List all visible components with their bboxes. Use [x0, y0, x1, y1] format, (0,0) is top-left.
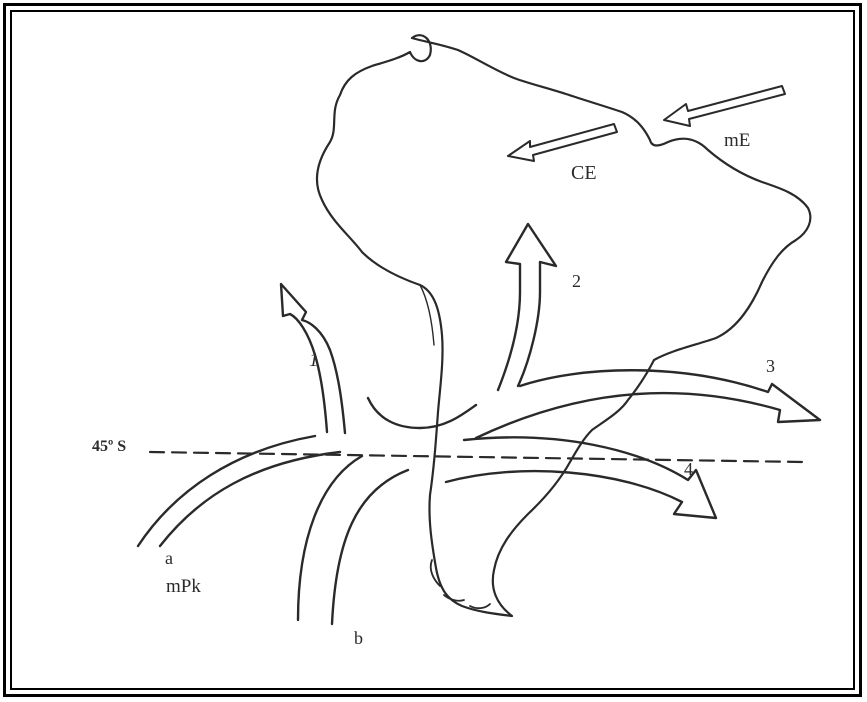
label-current-b: b	[354, 628, 363, 648]
label-branch-2: 2	[572, 271, 581, 291]
label-current-a: a	[165, 548, 173, 568]
latitude-45s-line	[148, 450, 804, 464]
label-branch-3: 3	[766, 356, 775, 376]
inner-frame	[10, 10, 855, 690]
branch-4-arrow	[444, 436, 718, 520]
andes-line	[419, 284, 435, 346]
label-ce: CE	[571, 162, 597, 184]
branch-3-arrow	[474, 369, 822, 440]
current-b-stream-right	[330, 468, 410, 626]
current-b-stream-left	[296, 454, 364, 622]
label-mpk: mPk	[166, 576, 201, 597]
me-arrow	[663, 85, 786, 127]
south-america-outline	[315, 34, 812, 618]
label-me: mE	[724, 130, 750, 151]
label-latitude-45s: 45º S	[92, 438, 126, 455]
ce-arrow	[507, 123, 618, 162]
label-branch-1: 1	[309, 350, 319, 371]
branch-2-arrow	[496, 222, 558, 392]
southern-islands	[429, 559, 491, 610]
branch-1-2-junction	[366, 396, 478, 430]
outer-frame	[3, 3, 862, 697]
current-a-stream-inner	[158, 450, 342, 548]
label-branch-4: 4	[684, 459, 693, 479]
branch-1-arrow	[279, 282, 347, 435]
current-a-stream-outer	[136, 434, 317, 548]
